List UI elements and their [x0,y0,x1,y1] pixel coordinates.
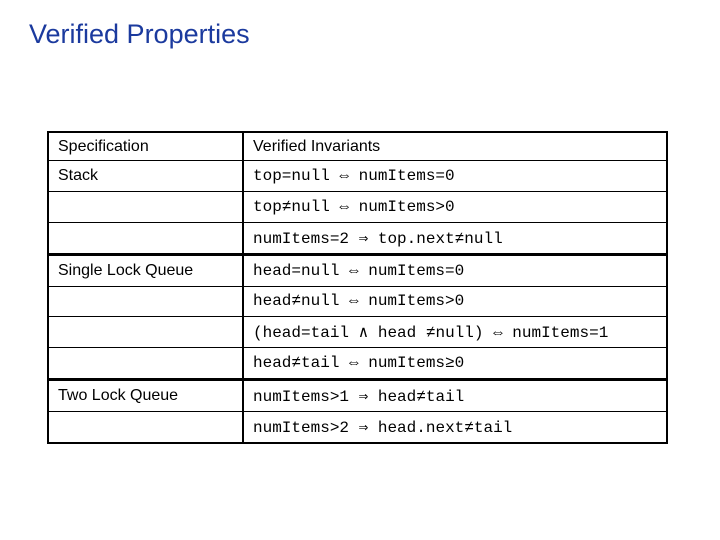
table-header-row: Specification Verified Invariants [47,131,668,161]
invariant-cell: head≠null ⇔ numItems>0 [242,285,668,318]
spec-cell: Single Lock Queue [47,252,244,287]
spec-cell: Two Lock Queue [47,378,244,412]
page-title: Verified Properties [29,19,250,49]
spec-cell [47,411,244,444]
table-row: head≠null ⇔ numItems>0 [47,285,668,318]
invariant-cell: top≠null ⇔ numItems>0 [242,190,668,223]
spec-cell [47,285,244,318]
table-row: numItems=2 ⇒ top.next≠null [47,221,668,255]
invariant-cell: numItems>1 ⇒ head≠tail [242,378,668,412]
table-row: numItems>2 ⇒ head.next≠tail [47,411,668,444]
verified-properties-table: Specification Verified Invariants Stack … [47,131,668,444]
spec-cell [47,347,244,381]
table-row: Single Lock Queue head=null ⇔ numItems=0 [47,252,668,287]
table-row: Stack top=null ⇔ numItems=0 [47,160,668,192]
column-header-specification: Specification [47,131,244,161]
invariant-cell: head≠tail ⇔ numItems≥0 [242,347,668,381]
invariant-cell: (head=tail ∧ head ≠null) ⇔ numItems=1 [242,316,668,349]
invariant-cell: numItems=2 ⇒ top.next≠null [242,221,668,255]
table-row: (head=tail ∧ head ≠null) ⇔ numItems=1 [47,316,668,349]
invariant-cell: top=null ⇔ numItems=0 [242,160,668,192]
table-row: head≠tail ⇔ numItems≥0 [47,347,668,381]
spec-cell [47,190,244,223]
spec-cell [47,221,244,255]
invariant-cell: numItems>2 ⇒ head.next≠tail [242,411,668,444]
table-row: Two Lock Queue numItems>1 ⇒ head≠tail [47,378,668,412]
spec-cell: Stack [47,160,244,192]
column-header-verified-invariants: Verified Invariants [242,131,668,161]
table-row: top≠null ⇔ numItems>0 [47,190,668,223]
spec-cell [47,316,244,349]
invariant-cell: head=null ⇔ numItems=0 [242,252,668,287]
